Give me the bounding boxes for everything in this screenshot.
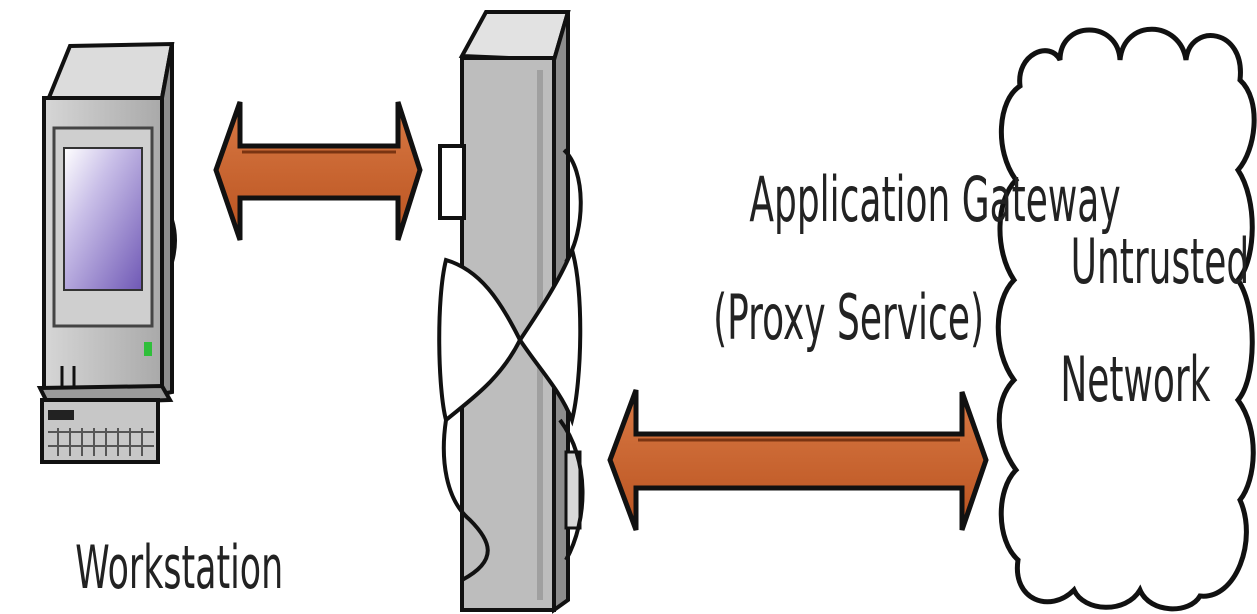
gateway-label: Application Gateway (Proxy Service) xyxy=(615,160,1121,390)
cloud-icon xyxy=(995,26,1257,612)
workstation-label: Workstation xyxy=(75,533,284,603)
computer-icon xyxy=(36,41,177,464)
network-label-line1: Untrusted xyxy=(1070,225,1250,298)
gateway-label-line2: (Proxy Service) xyxy=(713,281,984,354)
network-label-line2: Network xyxy=(1060,343,1211,416)
double-arrow-right xyxy=(607,389,989,531)
firewall-gateway-icon xyxy=(437,10,585,614)
gateway-label-line1: Application Gateway xyxy=(749,163,1121,236)
double-arrow-left xyxy=(213,101,423,241)
